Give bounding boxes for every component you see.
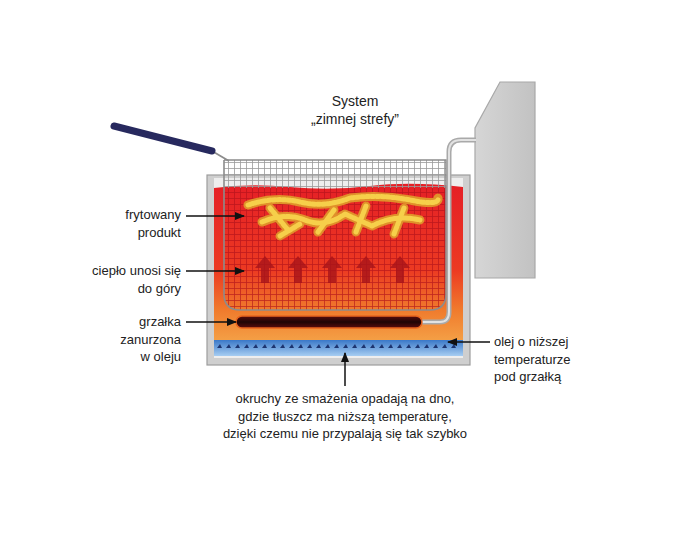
control-box	[475, 82, 535, 278]
callout-label: frytowany produkt	[81, 206, 181, 241]
tank-housing	[207, 175, 470, 365]
callout-label: ciepło unosi się do góry	[81, 262, 181, 297]
callout-label: olej o niższej temperaturze pod grzałką	[494, 333, 586, 386]
heater-tube	[420, 140, 476, 322]
heat-arrows	[255, 256, 410, 283]
basket-rim	[224, 160, 446, 188]
hot-oil	[214, 184, 463, 341]
heating-element	[236, 316, 422, 328]
basket-mesh	[224, 188, 446, 310]
diagram-title: System „zimnej strefy”	[290, 92, 420, 128]
leader-lines	[186, 216, 490, 386]
fried-product	[248, 196, 438, 236]
callout-label: grzałka zanurzona w oleju	[113, 313, 181, 366]
crumbs	[217, 342, 460, 350]
basket-handle	[114, 126, 212, 151]
tank-inside	[214, 178, 463, 358]
callout-label: okruchy ze smażenia opadają na dno, gdzi…	[200, 390, 490, 443]
basket-frame	[224, 160, 446, 310]
cold-zone	[214, 340, 463, 356]
